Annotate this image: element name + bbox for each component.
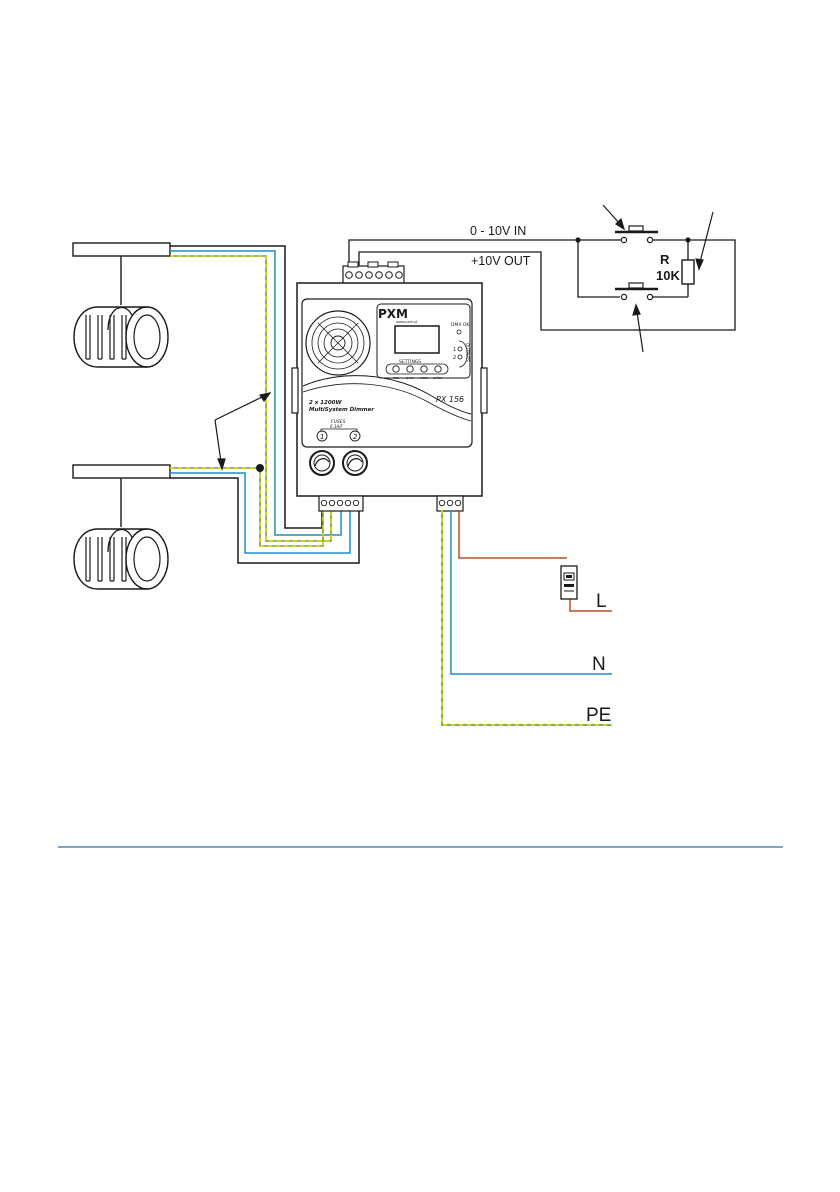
enter-button	[435, 366, 441, 372]
lamp-top-bar	[73, 243, 170, 256]
label-neutral: N	[592, 654, 606, 675]
description-line1: 2 x 1200W	[309, 400, 343, 406]
prev-button	[407, 366, 413, 372]
fuses-rating: 6.3A/F	[330, 424, 343, 429]
wire-neutral	[451, 510, 612, 674]
wire-phase	[459, 510, 567, 558]
enter-label: enter	[433, 376, 443, 380]
outputs-label: OUTPUTS	[465, 343, 470, 362]
pointer-arrows-left	[215, 393, 270, 469]
circuit-breaker-icon	[561, 566, 577, 599]
esc-button	[393, 366, 399, 372]
output-2-led	[458, 355, 462, 359]
output-1-label: 1	[453, 347, 456, 353]
output-terminal-block	[319, 496, 363, 511]
brand-url: www.pxm.pl	[396, 320, 417, 324]
esc-label: esc	[393, 376, 399, 380]
label-resistor-value: 10K	[656, 268, 680, 283]
description-line2: MultiSystem Dimmer	[309, 407, 374, 413]
dmx-led	[457, 330, 461, 334]
lamp-bottom	[73, 465, 170, 589]
label-10v-out: +10V OUT	[471, 254, 531, 268]
label-0-10v-in: 0 - 10V IN	[470, 224, 526, 238]
label-resistor-name: R	[660, 252, 670, 267]
fuse-2-id: 2	[353, 433, 358, 441]
model-label: PX 156	[436, 395, 464, 404]
mains-wiring	[442, 510, 612, 725]
dmx-ok-label: DMX OK	[451, 322, 470, 328]
pushbutton-bottom	[615, 283, 658, 300]
fuse-holder-2	[343, 451, 367, 475]
control-terminal-block	[343, 262, 404, 284]
fuse-1-id: 1	[320, 433, 324, 441]
prev-label: prev	[406, 376, 414, 380]
label-earth: PE	[586, 705, 611, 726]
lamp-top	[73, 243, 170, 367]
fuse-holder-1	[310, 451, 334, 475]
output-2-label: 2	[453, 355, 456, 361]
output-1-led	[458, 347, 462, 351]
power-terminal-block	[437, 496, 463, 511]
lamp-bottom-bar	[73, 465, 170, 478]
dimmer-device: PXM www.pxm.pl DMX OK OUTPUTS 1 2 SETTIN…	[292, 262, 487, 511]
display	[395, 326, 439, 353]
pushbutton-top	[615, 226, 658, 243]
wire-earth	[442, 510, 612, 725]
next-label: next	[420, 376, 428, 380]
next-button	[421, 366, 427, 372]
label-phase: L	[596, 591, 607, 612]
brand-logo: PXM	[378, 307, 408, 321]
junction-dot	[256, 464, 264, 472]
resistor	[682, 260, 694, 284]
